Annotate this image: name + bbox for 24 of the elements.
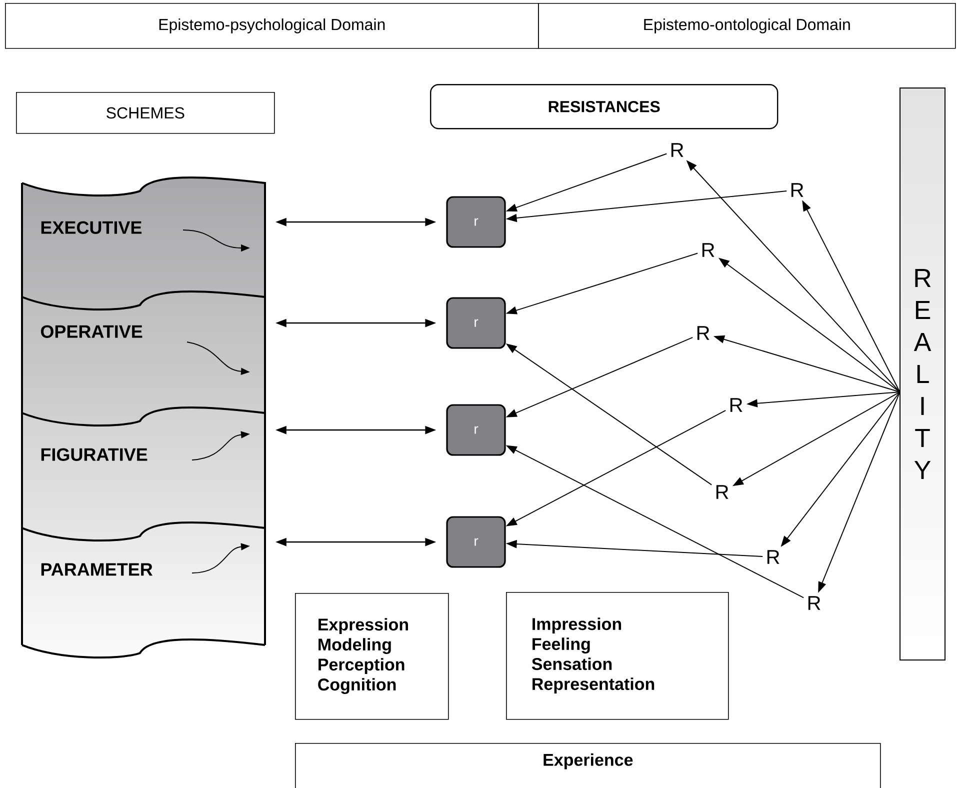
- resistance-label: R: [791, 183, 804, 197]
- scroll-band: FIGURATIVE: [21, 406, 266, 528]
- experience-box: Experience: [295, 743, 881, 788]
- resistance-label: R: [671, 143, 684, 157]
- resistance-label: R: [716, 485, 728, 499]
- resistance-box: r: [446, 297, 506, 349]
- list-box: Expression Modeling Perception Cognition: [295, 593, 449, 720]
- heading-box: SCHEMES: [16, 92, 275, 134]
- list-box: Impression Feeling Sensation Representation: [506, 592, 729, 720]
- reality-bar: REALITY: [900, 88, 946, 660]
- scroll-band: OPERATIVE: [21, 290, 266, 413]
- resistance-box: r: [446, 516, 506, 568]
- resistance-label: R: [702, 243, 714, 257]
- domain-box: Epistemo-ontological Domain: [538, 3, 956, 49]
- domain-box: Epistemo-psychological Domain: [5, 3, 539, 49]
- resistance-label: R: [767, 550, 780, 564]
- resistance-label: R: [730, 398, 742, 412]
- resistance-label: R: [697, 326, 710, 340]
- scroll-band: PARAMETER: [21, 521, 266, 659]
- resistance-label: R: [808, 596, 820, 610]
- resistance-box: r: [446, 404, 506, 456]
- scroll-band: EXECUTIVE: [21, 176, 266, 297]
- resistance-box: r: [446, 196, 506, 248]
- heading-box: RESISTANCES: [430, 84, 778, 130]
